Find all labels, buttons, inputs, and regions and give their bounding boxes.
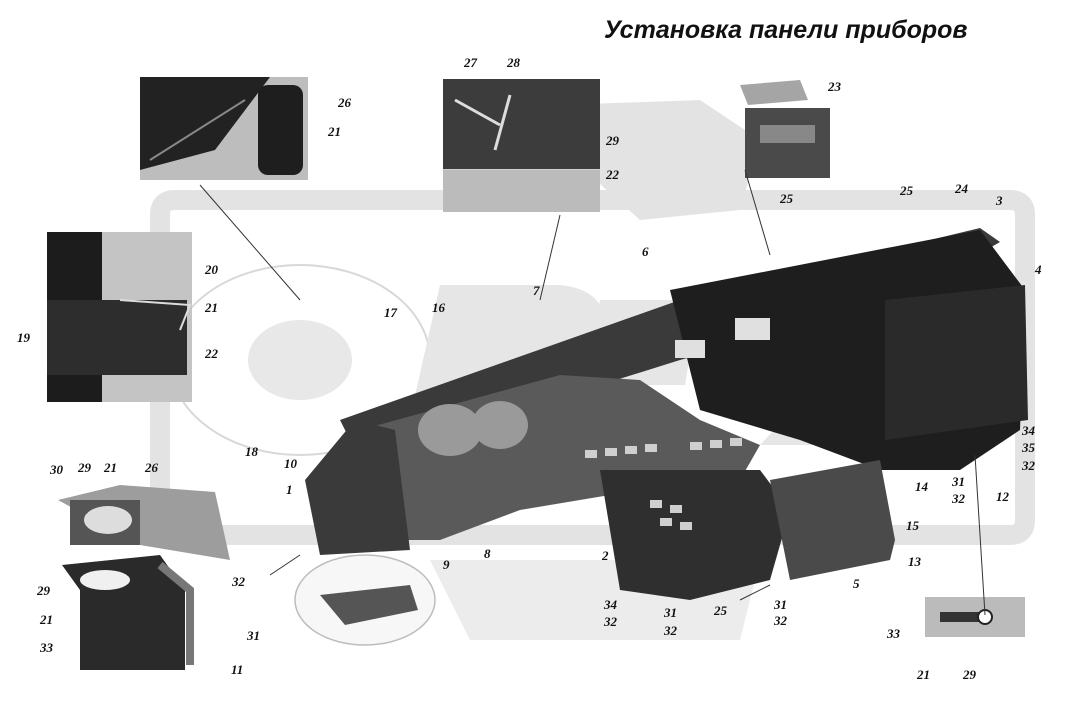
- gauge-right: [472, 401, 528, 449]
- callout-33: 33: [40, 640, 53, 655]
- watermark-letter-o-hole: [248, 320, 352, 400]
- callout-34: 34: [1022, 423, 1035, 438]
- watermark-band: [150, 190, 1035, 545]
- callout-29: 29: [963, 667, 976, 682]
- callout-31: 31: [247, 628, 260, 643]
- callout-22: 22: [606, 167, 619, 182]
- callout-29: 29: [78, 460, 91, 475]
- callout-8: 8: [484, 546, 491, 561]
- callout-34: 34: [604, 597, 617, 612]
- callout-4: 4: [1035, 262, 1042, 277]
- callout-32: 32: [664, 623, 677, 638]
- callout-33: 33: [887, 626, 900, 641]
- callout-6: 6: [642, 244, 649, 259]
- callout-27: 27: [464, 55, 477, 70]
- inset-bottom-center: [294, 554, 436, 646]
- leader-lines: [199, 169, 986, 616]
- callout-32: 32: [232, 574, 245, 589]
- inset-top-right: [740, 80, 830, 178]
- callout-31: 31: [774, 597, 787, 612]
- callout-14: 14: [915, 479, 928, 494]
- callout-29: 29: [37, 583, 50, 598]
- inset-top-left: [140, 77, 308, 180]
- diagram-title: Установка панели приборов: [604, 16, 968, 44]
- callout-2: 2: [602, 548, 609, 563]
- watermark: [150, 100, 1035, 640]
- callout-21: 21: [917, 667, 930, 682]
- callout-1: 1: [286, 482, 293, 497]
- inset-top-middle: [443, 79, 600, 212]
- callout-5: 5: [853, 576, 860, 591]
- callout-21: 21: [328, 124, 341, 139]
- callout-25: 25: [714, 603, 727, 618]
- watermark-gears: [560, 100, 760, 220]
- callout-31: 31: [664, 605, 677, 620]
- callout-32: 32: [952, 491, 965, 506]
- callout-15: 15: [906, 518, 919, 533]
- callout-9: 9: [443, 557, 450, 572]
- callout-28: 28: [507, 55, 520, 70]
- callout-19: 19: [17, 330, 30, 345]
- callout-31: 31: [952, 474, 965, 489]
- callout-22: 22: [205, 346, 218, 361]
- inset-bottom-left: [58, 485, 230, 670]
- callout-10: 10: [284, 456, 297, 471]
- callout-32: 32: [1022, 458, 1035, 473]
- switch-row: [585, 438, 742, 530]
- callout-12: 12: [996, 489, 1009, 504]
- callout-21: 21: [40, 612, 53, 627]
- gauge-left: [418, 404, 482, 456]
- vent-center: [675, 340, 705, 358]
- callout-32: 32: [604, 614, 617, 629]
- dashboard-center-console: [600, 470, 790, 600]
- callout-25: 25: [780, 191, 793, 206]
- callout-13: 13: [908, 554, 921, 569]
- callout-21: 21: [104, 460, 117, 475]
- dashboard-right-cover: [885, 285, 1028, 440]
- callout-26: 26: [145, 460, 158, 475]
- callout-3: 3: [996, 193, 1003, 208]
- callout-29: 29: [606, 133, 619, 148]
- callout-35: 35: [1022, 440, 1035, 455]
- callout-26: 26: [338, 95, 351, 110]
- callout-17: 17: [384, 305, 397, 320]
- callout-30: 30: [50, 462, 63, 477]
- callout-16: 16: [432, 300, 445, 315]
- callout-32: 32: [774, 613, 787, 628]
- callout-21: 21: [205, 300, 218, 315]
- dashboard-panel: [305, 228, 1028, 600]
- dashboard-left-pillar: [305, 420, 410, 555]
- callout-20: 20: [205, 262, 218, 277]
- inset-left: [47, 232, 192, 402]
- dashboard-lower-panel: [770, 460, 895, 580]
- vent-left: [735, 318, 770, 340]
- callout-7: 7: [533, 283, 540, 298]
- callout-11: 11: [231, 662, 244, 677]
- callout-18: 18: [245, 444, 258, 459]
- inset-bottom-right: [925, 597, 1025, 637]
- callout-23: 23: [828, 79, 841, 94]
- callout-24: 24: [955, 181, 968, 196]
- callout-25: 25: [900, 183, 913, 198]
